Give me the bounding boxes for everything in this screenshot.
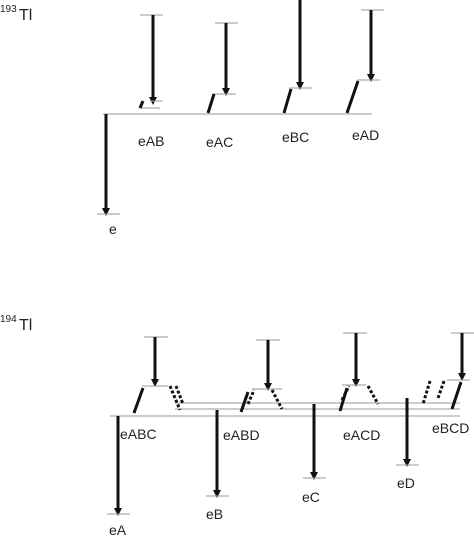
nuclide-label-194tl: 194 Tl — [0, 314, 32, 334]
slant-eab — [138, 100, 145, 109]
slant-ead — [345, 80, 360, 114]
label-e: e — [109, 221, 117, 237]
dash-slant-eabc-1 — [168, 385, 182, 411]
element-symbol-193: Tl — [19, 7, 32, 24]
transition-eac — [206, 22, 238, 114]
label-ebc: eBC — [282, 129, 309, 145]
nuclide-label-193tl: 193 Tl — [0, 4, 32, 24]
label-eac: eAC — [206, 134, 233, 150]
dash-slant-eabd-2 — [246, 389, 256, 405]
slant-eac — [206, 93, 216, 114]
dash-slant-eacd-2 — [340, 385, 351, 401]
label-eab: eAB — [138, 133, 164, 149]
element-symbol-194: Tl — [19, 317, 32, 334]
transition-ebc — [282, 0, 312, 114]
slant-eabc — [132, 387, 145, 414]
transition-eab — [138, 14, 163, 109]
dash-slant-eabc-2 — [174, 385, 185, 405]
slant-ebc — [282, 88, 293, 114]
label-eb: eB — [206, 506, 223, 522]
transition-e — [97, 114, 120, 216]
mass-number-193: 193 — [0, 4, 17, 15]
transition-ead — [345, 9, 384, 114]
dash-slant-eabd-1 — [270, 389, 284, 410]
dash-slant-ebcd-2 — [436, 380, 446, 399]
label-ed: eD — [397, 475, 415, 491]
slant-eabd — [239, 391, 250, 413]
label-eacd: eACD — [343, 427, 380, 443]
label-ec: eC — [302, 489, 320, 505]
dash-slant-eacd-1 — [366, 385, 380, 405]
slant-ebcd — [450, 381, 463, 410]
dash-slant-ebcd-1 — [421, 380, 432, 405]
label-eabc: eABC — [120, 426, 157, 442]
label-ebcd: eBCD — [432, 420, 469, 436]
label-ead: eAD — [352, 127, 379, 143]
mass-number-194: 194 — [0, 314, 17, 325]
label-eabd: eABD — [223, 427, 260, 443]
label-ea: eA — [109, 522, 127, 537]
